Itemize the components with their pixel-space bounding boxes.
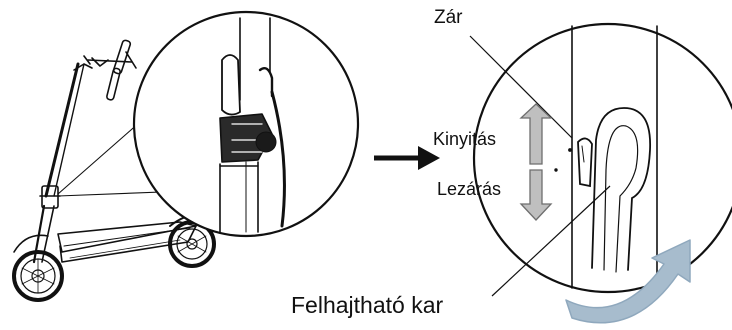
leader-lines <box>469 35 611 297</box>
folding-lever-label: Felhajtható kar <box>291 292 444 318</box>
unlock-label: Kinyitás <box>433 129 497 149</box>
down-arrow-icon <box>519 169 553 221</box>
pointing-arrow-icon <box>374 146 440 170</box>
zoom-circle-right <box>472 22 732 294</box>
locking-label: Lezárás <box>437 179 502 199</box>
zoom-circle-left <box>132 10 360 238</box>
scooter-illustration <box>12 39 219 302</box>
up-arrow-icon <box>519 103 553 165</box>
lock-label: Zár <box>434 7 463 28</box>
curved-rotate-arrow-icon <box>565 239 691 324</box>
